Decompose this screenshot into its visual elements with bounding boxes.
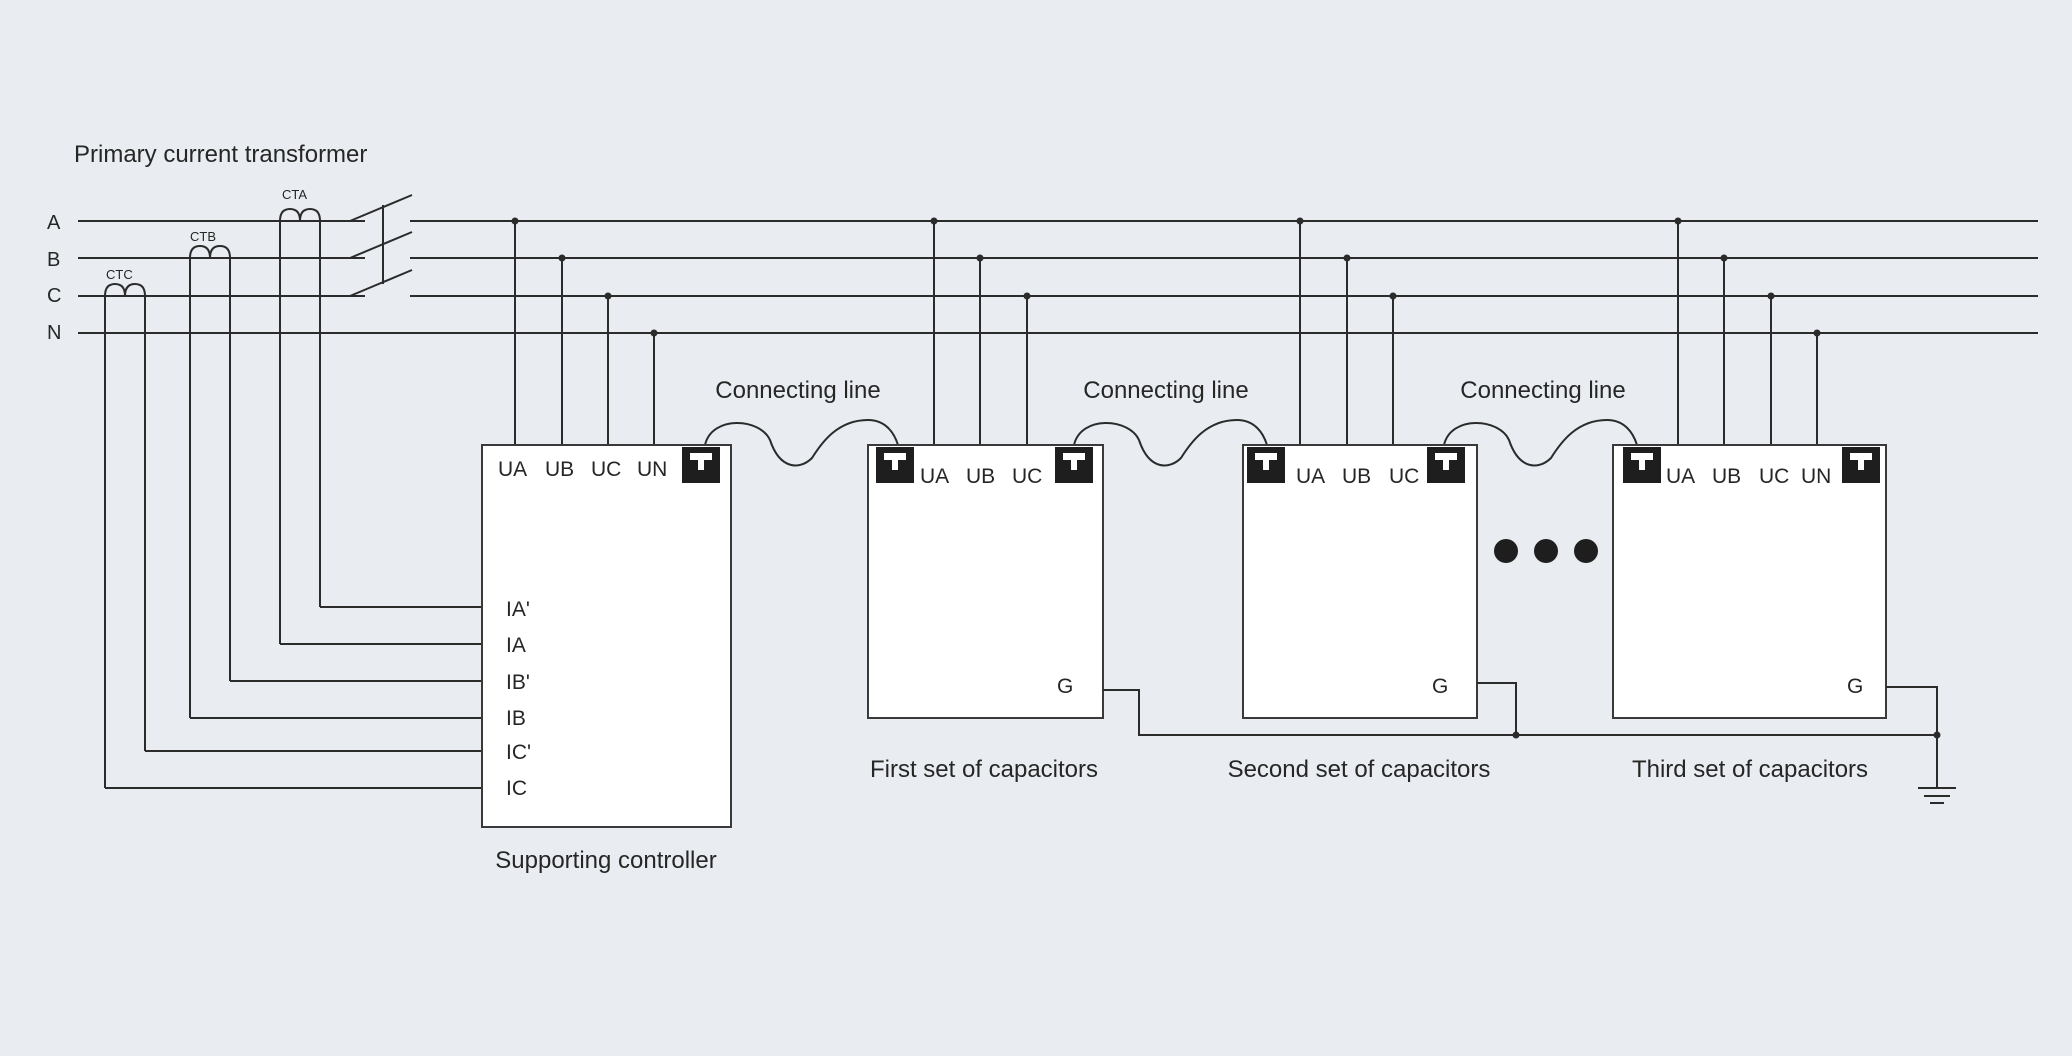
ct-label-c: CTC — [106, 267, 133, 282]
connecting-line-1 — [704, 418, 899, 467]
port-icon — [876, 447, 914, 483]
controller-voltage-taps — [511, 217, 658, 445]
cap1-title: First set of capacitors — [870, 756, 1098, 783]
ct-c: CTC — [104, 267, 482, 789]
cap3-box — [1612, 444, 1887, 719]
supporting-controller: UA UB UC UN IA' IA IB' IB IC' IC Support… — [481, 444, 732, 874]
ct-title: Primary current transformer — [74, 141, 367, 168]
cap3-terminal-un: UN — [1801, 465, 1831, 488]
capacitor-set-1: UA UB UC G First set of capacitors — [867, 444, 1104, 783]
breaker-blade-c — [349, 269, 413, 297]
capacitor-set-3: UA UB UC UN G Third set of capacitors — [1612, 444, 1887, 783]
cap3-terminal-uc: UC — [1759, 465, 1789, 488]
phase-label-c: C — [47, 285, 61, 307]
ct-b: CTB — [189, 229, 482, 719]
capacitor-set-2: UA UB UC G Second set of capacitors — [1228, 444, 1491, 783]
cap3-terminal-ua: UA — [1666, 465, 1695, 488]
controller-terminal-uc: UC — [591, 458, 621, 481]
controller-terminal-ib-prime: IB' — [506, 671, 530, 694]
port-icon — [682, 447, 720, 483]
cap1-terminal-ub: UB — [966, 465, 995, 488]
three-dots-icon — [1494, 539, 1598, 563]
breaker-blade-a — [349, 194, 413, 222]
ct-label-a: CTA — [282, 187, 307, 202]
ct-a: CTA — [279, 187, 482, 645]
cap2-terminal-uc: UC — [1389, 465, 1419, 488]
cap2-terminal-ua: UA — [1296, 465, 1325, 488]
cap2-ground-label: G — [1432, 675, 1448, 698]
controller-box — [481, 444, 732, 828]
controller-terminal-ic: IC — [506, 777, 527, 800]
cap1-terminal-uc: UC — [1012, 465, 1042, 488]
ground-wiring — [1103, 682, 1941, 788]
connecting-line-label-3: Connecting line — [1460, 377, 1625, 404]
ct-label-b: CTB — [190, 229, 216, 244]
port-icon — [1055, 447, 1093, 483]
cap3-terminal-ub: UB — [1712, 465, 1741, 488]
cap1-terminal-ua: UA — [920, 465, 949, 488]
cap2-title: Second set of capacitors — [1228, 756, 1491, 783]
controller-terminal-ub: UB — [545, 458, 574, 481]
phase-label-n: N — [47, 322, 61, 344]
cap3-ground-label: G — [1847, 675, 1863, 698]
phase-label-b: B — [47, 249, 60, 271]
controller-terminal-ua: UA — [498, 458, 527, 481]
port-icon — [1623, 447, 1661, 483]
controller-terminal-ib: IB — [506, 707, 526, 730]
port-icon — [1842, 447, 1880, 483]
cap1-ground-label: G — [1057, 675, 1073, 698]
phase-label-a: A — [47, 212, 61, 234]
cap1-voltage-taps — [930, 217, 1031, 445]
cap3-voltage-taps — [1674, 217, 1821, 445]
controller-terminal-un: UN — [637, 458, 667, 481]
controller-title: Supporting controller — [495, 847, 716, 874]
cap2-box — [1242, 444, 1478, 719]
cap1-box — [867, 444, 1104, 719]
controller-terminal-ic-prime: IC' — [506, 741, 531, 764]
cap2-terminal-ub: UB — [1342, 465, 1371, 488]
connecting-line-2 — [1073, 418, 1268, 467]
connecting-line-label-1: Connecting line — [715, 377, 880, 404]
connecting-line-label-2: Connecting line — [1083, 377, 1248, 404]
port-icon — [1247, 447, 1285, 483]
breaker-blade-b — [349, 231, 413, 259]
controller-terminal-ia-prime: IA' — [506, 598, 530, 621]
cap3-title: Third set of capacitors — [1632, 756, 1868, 783]
controller-terminal-ia: IA — [506, 634, 526, 657]
ground-symbol-icon — [1918, 787, 1956, 804]
cap2-voltage-taps — [1296, 217, 1397, 445]
connecting-line-3 — [1443, 418, 1638, 467]
port-icon — [1427, 447, 1465, 483]
